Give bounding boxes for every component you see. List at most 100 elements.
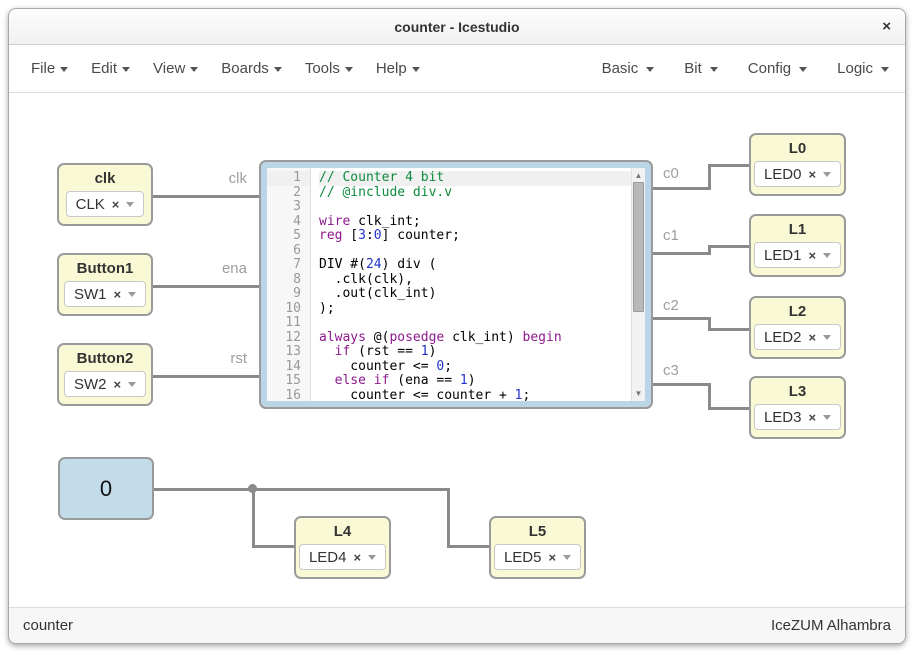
remove-pin-icon[interactable]: × <box>808 247 817 263</box>
wire-c3[interactable] <box>708 407 749 410</box>
scrollbar-thumb[interactable] <box>633 182 644 313</box>
pin-select[interactable]: CLK × <box>65 191 145 217</box>
menu-logic[interactable]: Logic <box>837 60 889 77</box>
code-line: // @include div.v <box>319 184 453 200</box>
remove-pin-icon[interactable]: × <box>111 196 120 212</box>
line-number: 8 <box>293 271 301 287</box>
menu-view[interactable]: View <box>153 60 199 77</box>
chevron-down-icon[interactable] <box>563 554 572 560</box>
wire-c2[interactable] <box>708 317 711 331</box>
scroll-up-icon[interactable]: ▲ <box>634 171 643 180</box>
menu-file[interactable]: File <box>31 60 69 77</box>
wire-constant[interactable] <box>154 488 449 491</box>
block-l5[interactable]: L5 LED5 × <box>489 516 586 579</box>
menu-right: Basic Bit Config Logic <box>602 60 905 77</box>
block-clk[interactable]: clk CLK × <box>57 163 153 226</box>
pin-select[interactable]: LED5 × <box>493 544 582 570</box>
pin-value: CLK <box>75 195 105 213</box>
wire-label-c3: c3 <box>663 362 679 379</box>
code-line: counter <= 0; <box>319 358 453 374</box>
menu-edit[interactable]: Edit <box>91 60 131 77</box>
junction-dot[interactable] <box>248 484 257 493</box>
code-line: always @(posedge clk_int) begin <box>319 329 562 345</box>
title-bar[interactable]: counter - Icestudio × <box>9 9 905 45</box>
menu-config[interactable]: Config <box>748 60 808 77</box>
block-button2[interactable]: Button2 SW2 × <box>57 343 153 406</box>
chevron-down-icon[interactable] <box>823 334 832 340</box>
wire-c0[interactable] <box>653 187 710 190</box>
chevron-down-icon[interactable] <box>128 291 137 297</box>
wire-constant[interactable] <box>252 545 294 548</box>
scroll-down-icon[interactable]: ▼ <box>634 389 643 398</box>
chevron-down-icon[interactable] <box>823 252 832 258</box>
wire-constant[interactable] <box>447 488 450 548</box>
menu-basic-label: Basic <box>601 60 639 77</box>
line-number: 10 <box>285 300 301 316</box>
remove-pin-icon[interactable]: × <box>113 286 122 302</box>
remove-pin-icon[interactable]: × <box>808 409 817 425</box>
remove-pin-icon[interactable]: × <box>353 549 362 565</box>
wire-constant[interactable] <box>252 488 255 548</box>
remove-pin-icon[interactable]: × <box>808 166 817 182</box>
wire-c1[interactable] <box>708 245 749 248</box>
block-l3[interactable]: L3 LED3 × <box>749 376 846 439</box>
block-constant-0[interactable]: 0 <box>58 457 154 520</box>
wire-c1[interactable] <box>653 252 710 255</box>
menu-boards[interactable]: Boards <box>221 60 282 77</box>
wire-c3[interactable] <box>653 383 710 386</box>
wire-c0[interactable] <box>708 164 749 167</box>
chevron-down-icon[interactable] <box>823 414 832 420</box>
pin-select[interactable]: LED3 × <box>753 404 842 430</box>
menu-tools[interactable]: Tools <box>305 60 353 77</box>
pin-select[interactable]: LED0 × <box>753 161 842 187</box>
block-l1[interactable]: L1 LED1 × <box>749 214 846 277</box>
wire-c0[interactable] <box>708 164 711 190</box>
menu-basic[interactable]: Basic <box>602 60 655 77</box>
close-icon[interactable]: × <box>882 18 891 35</box>
menu-logic-label: Logic <box>837 60 873 77</box>
wire-clk[interactable] <box>153 195 259 198</box>
chevron-down-icon <box>344 67 353 72</box>
block-l4[interactable]: L4 LED4 × <box>294 516 391 579</box>
block-button1[interactable]: Button1 SW1 × <box>57 253 153 316</box>
editor-scrollbar[interactable]: ▲ ▼ <box>631 168 645 401</box>
menu-bit-label: Bit <box>684 60 702 77</box>
line-number: 2 <box>293 184 301 200</box>
wire-rst[interactable] <box>153 375 259 378</box>
pin-select[interactable]: LED2 × <box>753 324 842 350</box>
pin-value: LED4 <box>308 548 347 566</box>
code-line: reg [3:0] counter; <box>319 228 460 243</box>
block-l0[interactable]: L0 LED0 × <box>749 133 846 196</box>
pin-select[interactable]: LED4 × <box>298 544 387 570</box>
block-l2[interactable]: L2 LED2 × <box>749 296 846 359</box>
wire-c2[interactable] <box>653 317 710 320</box>
chevron-down-icon[interactable] <box>823 171 832 177</box>
status-project-name: counter <box>23 617 74 634</box>
pin-select[interactable]: SW2 × <box>63 371 147 397</box>
wire-c2[interactable] <box>708 328 749 331</box>
pin-select[interactable]: LED1 × <box>753 242 842 268</box>
wire-label-rst: rst <box>230 350 247 367</box>
wire-label-c2: c2 <box>663 297 679 314</box>
wire-c3[interactable] <box>708 383 711 410</box>
remove-pin-icon[interactable]: × <box>808 329 817 345</box>
remove-pin-icon[interactable]: × <box>548 549 557 565</box>
pin-value: SW2 <box>73 375 107 393</box>
menu-bit[interactable]: Bit <box>684 60 718 77</box>
wire-c1[interactable] <box>708 245 711 255</box>
block-title: Button1 <box>76 260 134 277</box>
menu-help[interactable]: Help <box>376 60 420 77</box>
chevron-down-icon[interactable] <box>128 381 137 387</box>
wire-constant[interactable] <box>447 545 490 548</box>
chevron-down-icon[interactable] <box>126 201 135 207</box>
wire-ena[interactable] <box>153 285 259 288</box>
chevron-down-icon[interactable] <box>368 554 377 560</box>
chevron-down-icon <box>60 67 69 72</box>
pin-select[interactable]: SW1 × <box>63 281 147 307</box>
code-line <box>319 200 631 215</box>
remove-pin-icon[interactable]: × <box>113 376 122 392</box>
